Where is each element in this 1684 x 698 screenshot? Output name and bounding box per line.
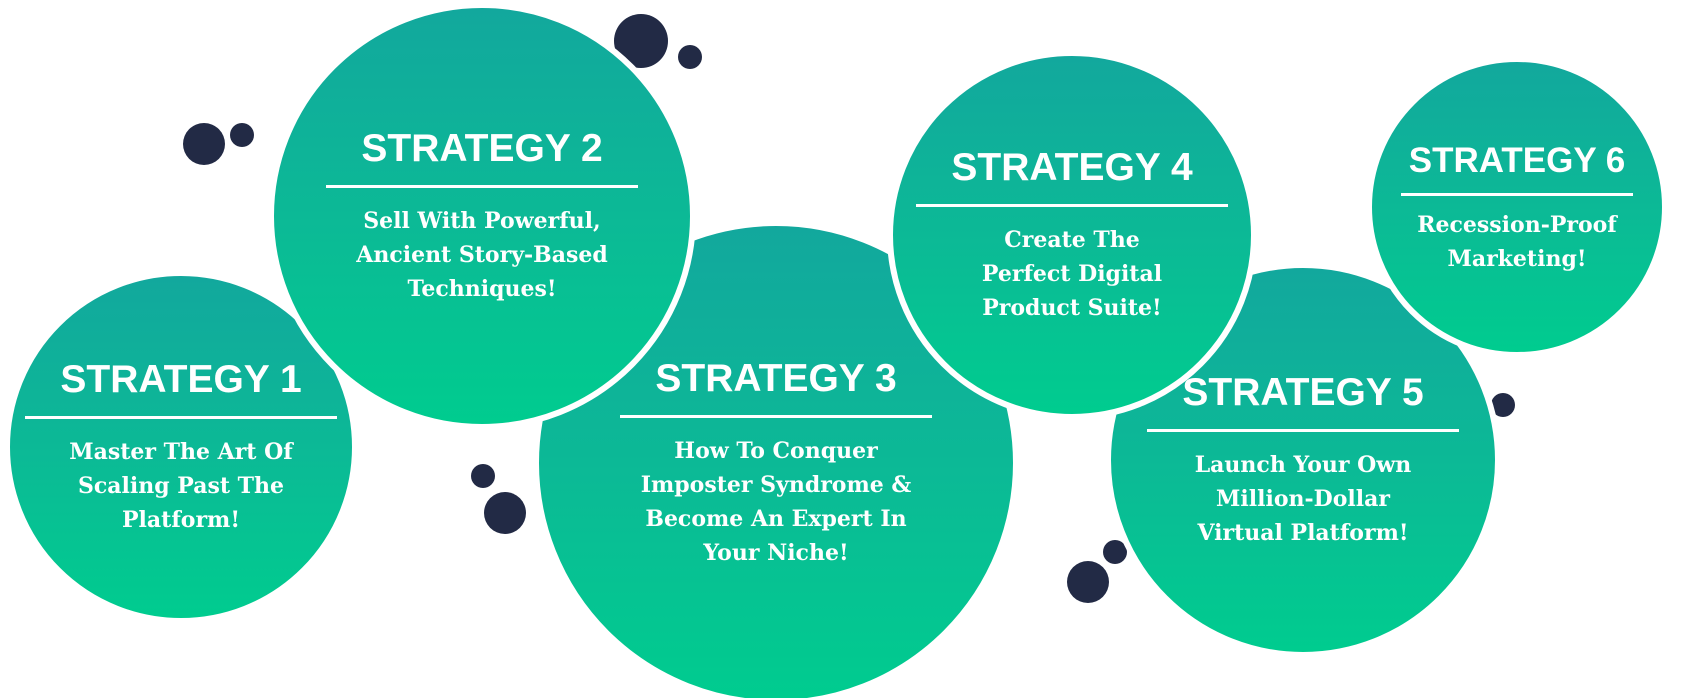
divider [1147,428,1459,432]
strategy-4-circle: STRATEGY 4 Create The Perfect Digital Pr… [887,50,1257,420]
strategy-2-circle: STRATEGY 2 Sell With Powerful, Ancient S… [268,2,696,430]
strategy-title: STRATEGY 3 [655,356,897,400]
description-line: Scaling Past The [77,472,285,499]
divider [1401,192,1633,196]
strategy-6-circle: STRATEGY 6 Recession-Proof Marketing! [1366,56,1668,358]
strategy-1-circle: STRATEGY 1 Master The Art Of Scaling Pas… [4,270,358,624]
strategy-title: STRATEGY 2 [361,126,603,170]
strategy-description: Create The Perfect Digital Product Suite… [982,223,1162,325]
decorative-dot [183,123,225,165]
description-line: Platform! [122,506,240,533]
decorative-dot [678,45,702,69]
description-line: Sell With Powerful, [363,207,601,234]
divider [326,184,638,188]
strategy-title: STRATEGY 1 [60,357,302,401]
strategy-title: STRATEGY 4 [951,145,1193,189]
strategy-title: STRATEGY 6 [1408,140,1626,180]
description-line: Virtual Platform! [1197,519,1409,546]
description-line: Launch Your Own [1194,451,1412,478]
description-line: Techniques! [407,275,557,302]
divider [25,415,337,419]
description-line: Master The Art Of [69,438,293,465]
decorative-dot [230,123,254,147]
description-line: How To Conquer [674,437,878,464]
strategy-title: STRATEGY 5 [1182,370,1424,414]
description-line: Your Niche! [703,539,849,566]
description-line: Ancient Story-Based [356,241,608,268]
description-line: Become An Expert In [645,505,907,532]
description-line: Imposter Syndrome & [640,471,912,498]
strategy-description: Launch Your Own Million-Dollar Virtual P… [1195,448,1412,550]
description-line: Marketing! [1447,245,1587,272]
decorative-dot [484,492,526,534]
description-line: Create The [1004,226,1140,253]
divider [916,203,1228,207]
strategy-description: Sell With Powerful, Ancient Story-Based … [356,204,607,306]
decorative-dot [1067,561,1109,603]
decorative-dot [471,464,495,488]
strategy-description: How To Conquer Imposter Syndrome & Becom… [641,434,912,570]
divider [620,414,932,418]
strategy-description: Recession-Proof Marketing! [1417,208,1617,276]
description-line: Million-Dollar [1216,485,1390,512]
description-line: Recession-Proof [1417,211,1617,238]
strategy-description: Master The Art Of Scaling Past The Platf… [69,435,293,537]
description-line: Perfect Digital [981,260,1163,287]
strategy-3-circle: STRATEGY 3 How To Conquer Imposter Syndr… [533,220,1019,698]
description-line: Product Suite! [982,294,1162,321]
